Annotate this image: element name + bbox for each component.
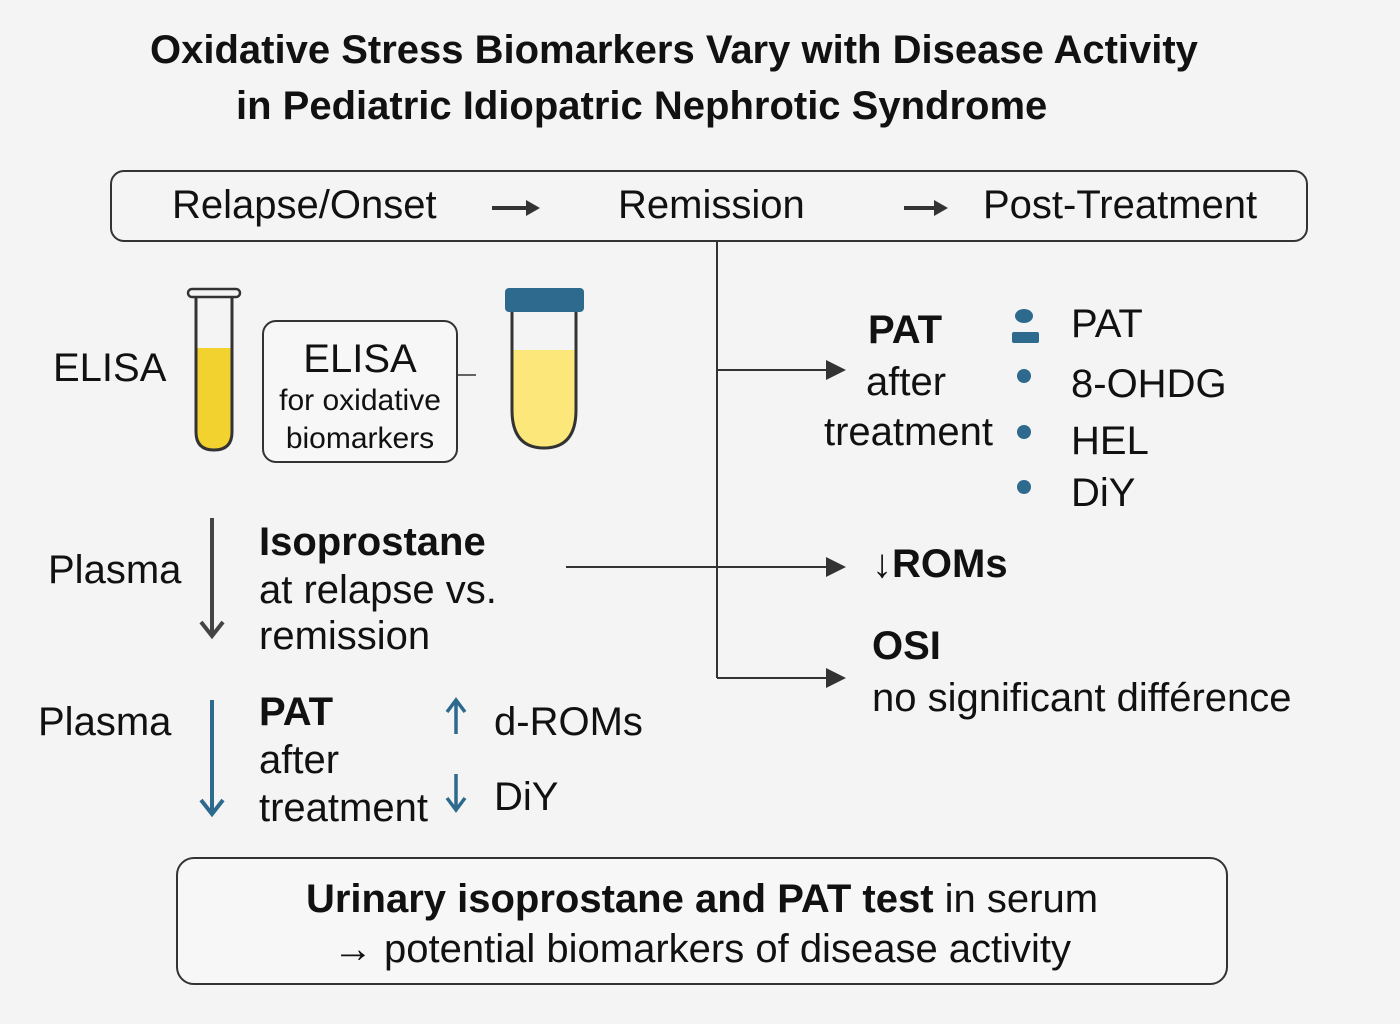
- marker-hel: HEL: [1071, 419, 1149, 463]
- elisa-box-title: ELISA: [303, 337, 417, 381]
- plasma-down-arrow-blue: [199, 700, 225, 818]
- roms-result: ↓ROMs: [872, 540, 1008, 588]
- elisa-label: ELISA: [53, 346, 167, 390]
- phase-post-treatment: Post-Treatment: [983, 183, 1258, 227]
- bullet-icon: [1017, 425, 1031, 439]
- diy-label: DiY: [494, 775, 559, 819]
- roms-label: ROMs: [892, 542, 1008, 586]
- summary-normal-text: in serum: [933, 877, 1099, 921]
- test-tube-wide: [505, 288, 584, 450]
- osi-label: OSI: [872, 624, 941, 668]
- person-icon: [1012, 309, 1039, 343]
- down-arrow-icon: ↓: [872, 542, 892, 586]
- phase-arrow-1: [492, 200, 540, 216]
- plasma-pat-line2: after: [259, 738, 340, 782]
- summary-box: Urinary isoprostane and PAT test in seru…: [176, 857, 1228, 985]
- phase-arrow-2: [904, 200, 948, 216]
- summary-line1: Urinary isoprostane and PAT test in seru…: [178, 874, 1226, 924]
- bullet-icon: [1017, 369, 1031, 383]
- elisa-box: ELISA for oxidative biomarkers: [262, 320, 458, 463]
- osi-note: no significant différence: [872, 676, 1292, 720]
- plasma-label-2: Plasma: [38, 700, 172, 744]
- plasma-pat-title: PAT: [259, 690, 334, 734]
- down-arrow-icon: [445, 774, 467, 813]
- phase-remission: Remission: [618, 183, 805, 227]
- summary-line2: → potential biomarkers of disease activi…: [332, 927, 1072, 971]
- plasma-label-1: Plasma: [48, 548, 182, 592]
- up-arrow-icon: [445, 697, 467, 734]
- d-roms-label: d-ROMs: [494, 700, 643, 744]
- title-line1: Oxidative Stress Biomarkers Vary with Di…: [150, 28, 1198, 72]
- isoprostane-title: Isoprostane: [259, 520, 486, 564]
- marker-pat: PAT: [1071, 302, 1143, 346]
- phase-relapse-onset: Relapse/Onset: [172, 183, 437, 227]
- pat-after-line2: after: [866, 360, 947, 404]
- plasma-down-arrow-gray: [199, 518, 225, 640]
- title-line2: in Pediatric Idiopatric Nephrotic Syndro…: [236, 84, 1048, 128]
- elisa-box-line2: for oxidative: [279, 384, 441, 417]
- isoprostane-line2: at relapse vs.: [259, 568, 497, 612]
- phase-timeline-box: [110, 170, 1308, 242]
- summary-bold-text: Urinary isoprostane and PAT test: [305, 877, 934, 921]
- isoprostane-line3: remission: [259, 614, 431, 658]
- test-tube-thin: [186, 287, 242, 452]
- pat-after-line3: treatment: [824, 410, 993, 454]
- pat-after-title: PAT: [868, 308, 943, 352]
- plasma-pat-line3: treatment: [259, 786, 428, 830]
- marker-8-ohdg: 8-OHDG: [1071, 362, 1227, 406]
- elisa-box-line3: biomarkers: [285, 422, 435, 455]
- bullet-icon: [1017, 480, 1031, 494]
- marker-diy: DiY: [1071, 471, 1136, 515]
